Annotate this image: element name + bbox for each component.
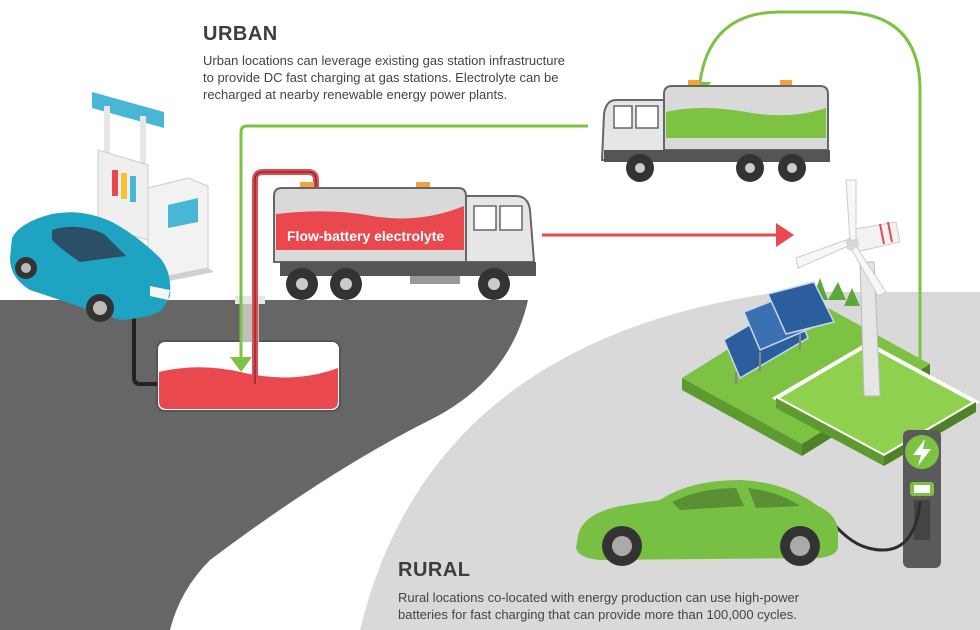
lightning-bolt-icon [913,439,931,466]
green-return-loop [698,10,922,362]
charging-cable-rural [824,501,922,552]
gas-station-pump [92,92,214,284]
green-pipe-to-underground [239,124,588,360]
urban-description-line: to provide DC fast charging at gas stati… [203,70,559,85]
tanker-truck-upper [600,80,830,182]
wind-turbine-icon [795,179,901,397]
blue-car [10,212,171,322]
charging-station [903,430,941,568]
solar-panel-icon [723,281,836,384]
green-car [576,480,838,566]
tank-electrolyte-label: Flow-battery electrolyte [287,228,444,244]
rural-description: Rural locations co-located with energy p… [398,589,799,623]
urban-description-line: Urban locations can leverage existing ga… [203,53,566,68]
tanker-truck-electrolyte: Flow-battery electrolyte [273,182,536,300]
green-arrow-down-underground [230,357,252,372]
red-transport-arrow [776,223,794,247]
urban-description-line: recharged at nearby renewable energy pow… [203,87,508,102]
fuel-pump-icon [92,92,164,128]
rural-heading: RURAL [398,559,471,581]
urban-heading: URBAN [203,23,278,45]
rural-description-line: batteries for fast charging that can pro… [398,607,797,622]
urban-description: Urban locations can leverage existing ga… [203,52,565,103]
charging-cable-urban [132,318,157,386]
rural-description-line: Rural locations co-located with energy p… [398,590,800,605]
underground-electrolyte-tank [156,296,341,412]
urban-ground [0,300,528,630]
